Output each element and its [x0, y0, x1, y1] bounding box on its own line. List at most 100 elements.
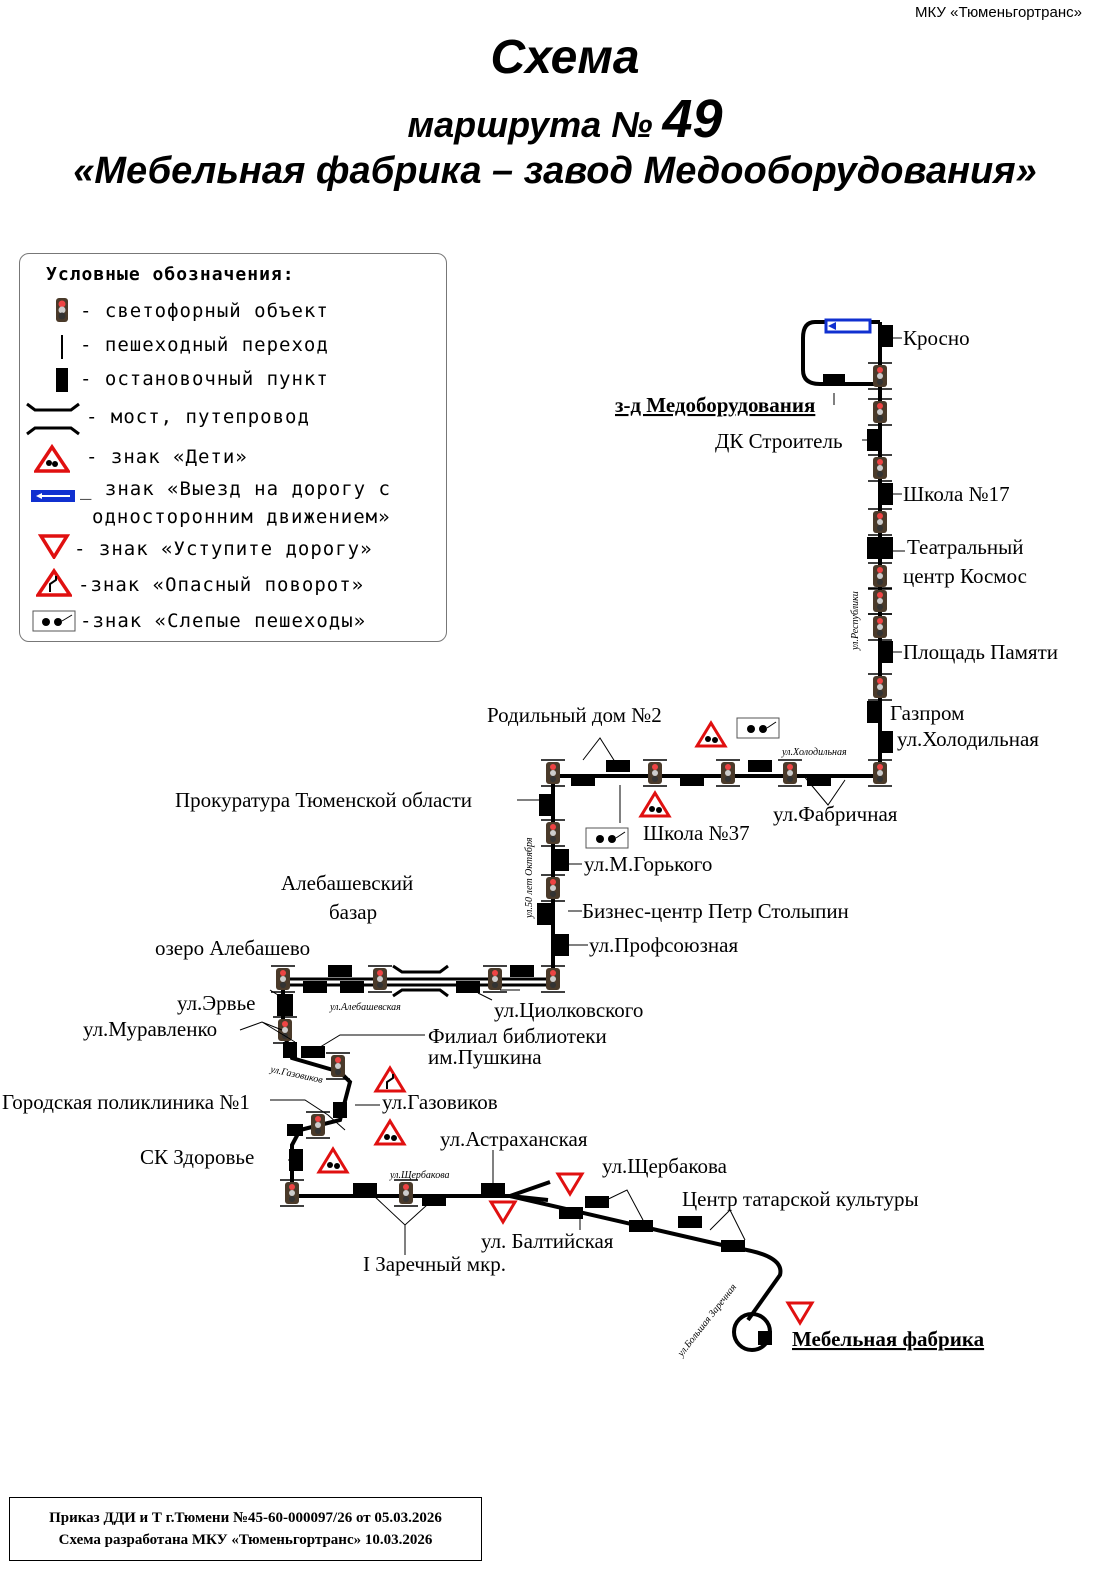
bus-stop-icon: [353, 1183, 377, 1195]
bus-stops: [277, 325, 893, 1345]
bus-stop-icon: [555, 934, 569, 956]
traffic-light-icon: [868, 562, 892, 590]
bus-stop-icon: [56, 368, 68, 392]
legend-item-label: - знак «Дети»: [86, 446, 248, 468]
bus-stop-icon: [301, 1046, 325, 1058]
traffic-light-icon: [483, 965, 507, 993]
traffic-light-icon: [541, 759, 565, 787]
bus-stop-icon: [606, 760, 630, 772]
stop-label-gazprom: Газпром: [890, 701, 964, 725]
legend-item-label: - знак «Уступите дорогу»: [74, 538, 373, 560]
yield-sign-icon: [785, 1301, 815, 1326]
stop-labels: Кросно з-д Медоборудования ДК Строитель …: [2, 326, 1058, 1351]
route-number: 49: [662, 89, 723, 149]
blind-pedestrians-sign-icon: [736, 717, 780, 739]
route-prefix: маршрута №: [407, 104, 653, 145]
bus-stop-icon: [879, 641, 893, 663]
bus-stop-icon: [748, 760, 772, 772]
stop-label-biznes: Бизнес-центр Петр Столыпин: [582, 899, 849, 923]
footer-line-1: Приказ ДДИ и Т г.Тюмени №45-60-000097/26…: [49, 1510, 442, 1526]
traffic-light-icon: [306, 1111, 330, 1139]
bus-stop-icon: [629, 1220, 653, 1232]
stop-label-profsoyuznaya: ул.Профсоюзная: [589, 933, 738, 957]
road-signs: [316, 318, 872, 1326]
stop-label-ozero: озеро Алебашево: [155, 936, 310, 960]
organization-name: МКУ «Тюменьгортранс»: [915, 4, 1082, 21]
traffic-light-icon: [271, 965, 295, 993]
stop-label-ciolkovskogo: ул.Циолковского: [494, 998, 643, 1022]
traffic-light-icon: [868, 673, 892, 701]
bus-stop-icon: [807, 774, 831, 786]
footer-line-2: Схема разработана МКУ «Тюменьгортранс» 1…: [58, 1532, 433, 1548]
traffic-light-icon: [868, 508, 892, 536]
blind-pedestrians-sign-icon: [32, 610, 76, 632]
street-label-oktyabrya: ул.50 лет Октября: [524, 837, 535, 919]
traffic-light-icon: [326, 1052, 350, 1080]
stop-label-bazar: Алебашевский: [281, 871, 413, 895]
footer-order: Приказ ДДИ и Т г.Тюмени №45-60-000097/26…: [9, 1497, 482, 1561]
bus-stop-icon: [758, 1331, 772, 1345]
bus-stop-icon: [510, 965, 534, 977]
street-label-alebashevskaya: ул.Алебашевская: [329, 1002, 401, 1013]
bus-stop-icon: [867, 701, 881, 723]
bus-stop-icon: [539, 794, 553, 816]
stop-label-teatr-2: центр Космос: [903, 564, 1027, 588]
stop-label-medoborud: з-д Медоборудования: [615, 393, 815, 417]
traffic-light-icon: [541, 819, 565, 847]
legend-item-label-cont: одноcторонним движением»: [92, 506, 391, 528]
title-route-name: «Мебельная фабрика – завод Медооборудова…: [73, 150, 1037, 192]
traffic-light-icon: [868, 613, 892, 641]
traffic-light-icon: [368, 965, 392, 993]
one-way-sign-icon: [31, 490, 75, 502]
stop-label-zdorovie: СК Здоровье: [140, 1145, 254, 1169]
yield-sign-icon: [555, 1172, 585, 1197]
legend-heading: Условные обозначения:: [46, 264, 295, 285]
bus-stop-icon: [867, 429, 881, 451]
legend-item-label: -знак «Опасный поворот»: [78, 574, 365, 596]
traffic-light-icon: [541, 965, 565, 993]
traffic-light-icon: [868, 362, 892, 390]
stop-label-poliklinika: Городская поликлиника №1: [2, 1090, 250, 1114]
stop-label-biblio-2: им.Пушкина: [428, 1045, 542, 1069]
traffic-light-icon: [273, 1016, 297, 1044]
title-scheme: Схема: [490, 31, 640, 84]
legend-item-label: - мост, путепровод: [86, 406, 310, 428]
traffic-light-icon: [280, 1179, 304, 1207]
bus-stop-icon: [328, 965, 352, 977]
stop-label-shcherbakova: ул.Щербакова: [602, 1154, 728, 1178]
stop-label-holodilnaya: ул.Холодильная: [897, 727, 1039, 751]
stop-label-school17: Школа №17: [903, 482, 1010, 506]
yield-sign-icon: [488, 1200, 518, 1225]
stop-label-bazar-2: базар: [329, 900, 377, 924]
bridge-icon: [26, 402, 80, 436]
bus-stop-icon: [333, 1102, 347, 1118]
traffic-light-icon: [56, 298, 68, 322]
street-label-holodilnaya: ул.Холодильная: [781, 747, 847, 758]
bus-stop-icon: [287, 1124, 303, 1136]
traffic-light-icon: [868, 454, 892, 482]
traffic-light-icon: [541, 874, 565, 902]
bus-stop-icon: [481, 1183, 505, 1195]
bus-stop-icon: [585, 1196, 609, 1208]
traffic-light-icon: [868, 587, 892, 615]
stop-label-astrahanskaya: ул.Астраханская: [440, 1127, 588, 1151]
stop-label-gorkogo: ул.М.Горького: [584, 852, 712, 876]
legend-item-label: - светофорный объект: [80, 300, 329, 322]
legend-item-label: _ знак «Выезд на дорогу с: [80, 478, 391, 500]
children-sign-icon: [373, 1118, 407, 1146]
bus-stop-icon: [823, 374, 845, 386]
stop-label-fabrichnaya: ул.Фабричная: [773, 802, 898, 826]
stop-label-teatr: Театральный: [907, 535, 1023, 559]
traffic-light-icon: [778, 759, 802, 787]
traffic-lights: [271, 362, 892, 1207]
bus-stop-icon: [879, 483, 893, 505]
street-label-gazovikov: ул.Газовиков: [268, 1064, 324, 1086]
stop-label-school37: Школа №37: [643, 821, 750, 845]
traffic-light-icon: [394, 1179, 418, 1207]
stop-label-krosno: Кросно: [903, 326, 970, 350]
bus-stop-icon: [277, 994, 293, 1016]
stop-label-prokuratura: Прокуратура Тюменской области: [175, 788, 472, 812]
bus-stop-icon: [283, 1042, 297, 1058]
traffic-light-icon: [868, 398, 892, 426]
